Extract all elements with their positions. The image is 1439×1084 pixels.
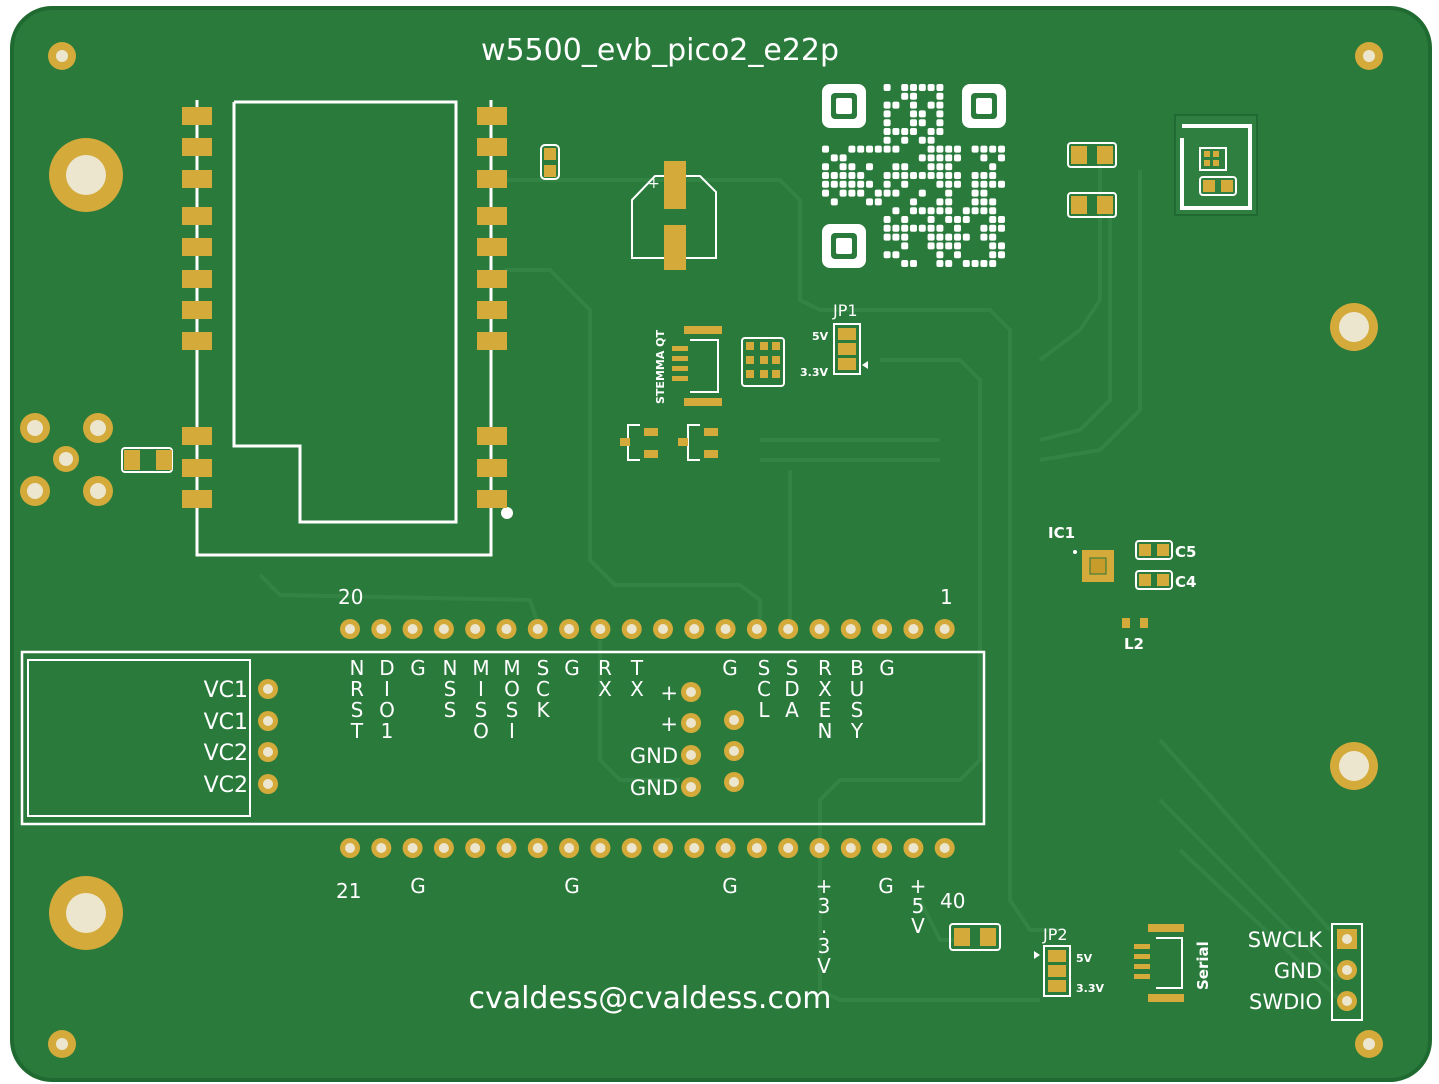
board-title: w5500_evb_pico2_e22p (481, 33, 839, 68)
lora-pad-left (182, 459, 212, 477)
lora-pad-right (477, 270, 507, 288)
ic1-chip: IC1 C5 C4 L2 (1048, 524, 1196, 653)
module-mid-pads: + + GND GND (630, 681, 744, 800)
lora-module-pads (182, 107, 507, 508)
lora-pad-right (477, 107, 507, 125)
pin-21-label: 21 (336, 879, 361, 903)
lora-pad-left (182, 238, 212, 256)
jumper-jp1: JP1 5V 3.3V (800, 301, 868, 379)
pin-1-label: 1 (940, 585, 953, 609)
module-left-label: VC2 (204, 773, 248, 798)
lora-pad-right (477, 138, 507, 156)
l2-label: L2 (1124, 635, 1144, 653)
lora-pad-right (477, 207, 507, 225)
pin-20-label: 20 (338, 585, 363, 609)
lora-pad-right (477, 427, 507, 445)
lora-pad-left (182, 490, 212, 508)
module-mid-label: + (660, 681, 678, 705)
top-right-components (1067, 114, 1258, 218)
lora-pad-right (477, 301, 507, 319)
module-left-label: VC2 (204, 741, 248, 766)
lora-pad-right (477, 238, 507, 256)
lora-pad-left (182, 427, 212, 445)
pin-40-label: 40 (940, 889, 965, 913)
bottom-pin-label: G (564, 874, 580, 898)
jumper-jp2: JP2 5V 3.3V (1034, 925, 1104, 997)
module-mid-label: + (660, 712, 678, 736)
serial-label: Serial (1194, 941, 1212, 990)
lora-pad-right (477, 459, 507, 477)
swd-gnd-label: GND (1274, 959, 1322, 983)
mounting-holes (48, 42, 1383, 1058)
pico-header-pads (340, 619, 955, 858)
qr-code (822, 84, 1006, 268)
bottom-pin-label: G (878, 874, 894, 898)
sma-connector (20, 413, 173, 506)
ic1-label: IC1 (1048, 524, 1075, 542)
jp2-33v-label: 3.3V (1076, 982, 1104, 995)
lora-pad-left (182, 170, 212, 188)
top-pin-label: G (564, 656, 580, 680)
jp2-label: JP2 (1042, 925, 1068, 944)
bottom-pin-label: G (410, 874, 426, 898)
lora-pad-right (477, 490, 507, 508)
c4-label: C4 (1175, 573, 1196, 591)
top-pin-label: G (410, 656, 426, 680)
serial-connector: Serial (1134, 924, 1212, 1002)
lora-module-outline (195, 100, 513, 557)
jp1-5v-label: 5V (812, 330, 829, 343)
jp1-33v-label: 3.3V (800, 366, 828, 379)
author-email: cvaldess@cvaldess.com (468, 981, 831, 1016)
lora-pad-left (182, 107, 212, 125)
resistor-bottom (949, 923, 1001, 951)
lora-pad-right (477, 332, 507, 350)
lora-pad-left (182, 301, 212, 319)
jp2-5v-label: 5V (1076, 952, 1093, 965)
stemma-connector: STEMMA QT (620, 326, 785, 461)
module-mid-label: GND (630, 744, 678, 768)
stemma-label: STEMMA QT (654, 329, 667, 404)
module-left-label: VC1 (204, 678, 248, 703)
module-mid-label: GND (630, 776, 678, 800)
jp1-label: JP1 (832, 301, 858, 320)
svg-text:+: + (648, 176, 660, 192)
lora-pad-left (182, 207, 212, 225)
pico-module-outline (20, 650, 986, 826)
lora-pad-left (182, 138, 212, 156)
bottom-pin-label: G (722, 874, 738, 898)
top-pin-label: G (722, 656, 738, 680)
swd-header: SWCLK GND SWDIO (1248, 923, 1363, 1021)
traces (258, 160, 1342, 1002)
top-pin-label: G (879, 656, 895, 680)
c5-label: C5 (1175, 543, 1196, 561)
module-left-label: VC1 (204, 710, 248, 735)
lora-pad-left (182, 332, 212, 350)
swd-swdio-label: SWDIO (1249, 990, 1322, 1014)
electrolytic-capacitor: + (540, 144, 717, 270)
lora-pad-right (477, 170, 507, 188)
lora-pad-left (182, 270, 212, 288)
swd-swclk-label: SWCLK (1248, 928, 1323, 952)
board-outline (10, 6, 1432, 1082)
